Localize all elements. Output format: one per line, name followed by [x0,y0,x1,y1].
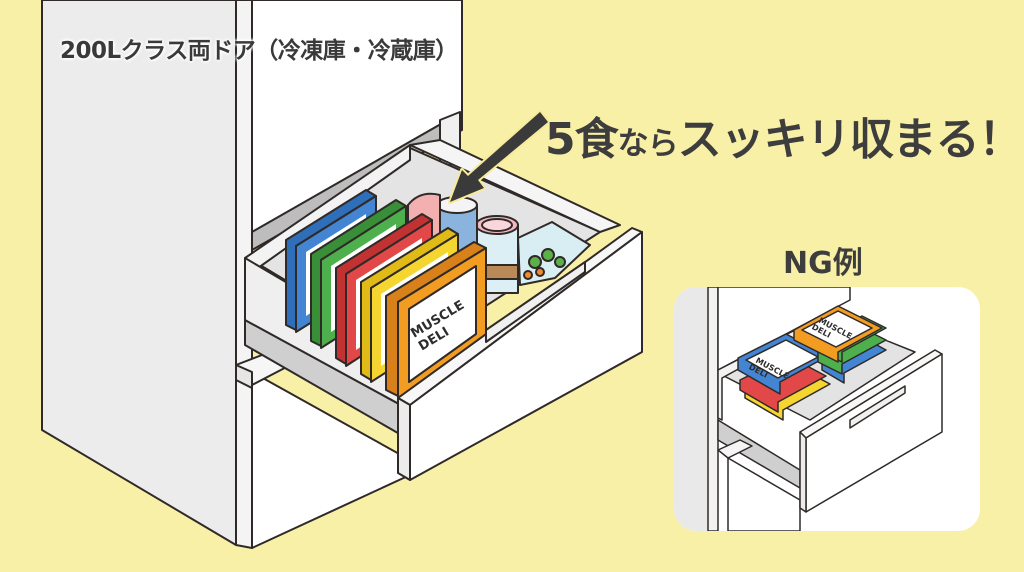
fridge-capacity-title: 200Lクラス両ドア（冷凍庫・冷蔵庫） [60,38,458,64]
ng-illustration: MUSCLE DELI MUSCLE DELI [674,287,943,531]
headline-kanji: 食 [574,114,619,165]
headline: 5食ならスッキリ収まる！ [545,103,1023,167]
headline-particle: なら [617,126,679,162]
pointer-arrow-icon [448,110,550,204]
headline-number: 5 [545,114,576,165]
headline-rest: スッキリ収まる！ [677,114,1023,165]
fridge-side-panel [41,0,237,546]
ng-example-panel: MUSCLE DELI MUSCLE DELI [674,287,980,531]
drawer-handle [485,261,586,343]
ng-example-label: NG例 [783,246,863,281]
